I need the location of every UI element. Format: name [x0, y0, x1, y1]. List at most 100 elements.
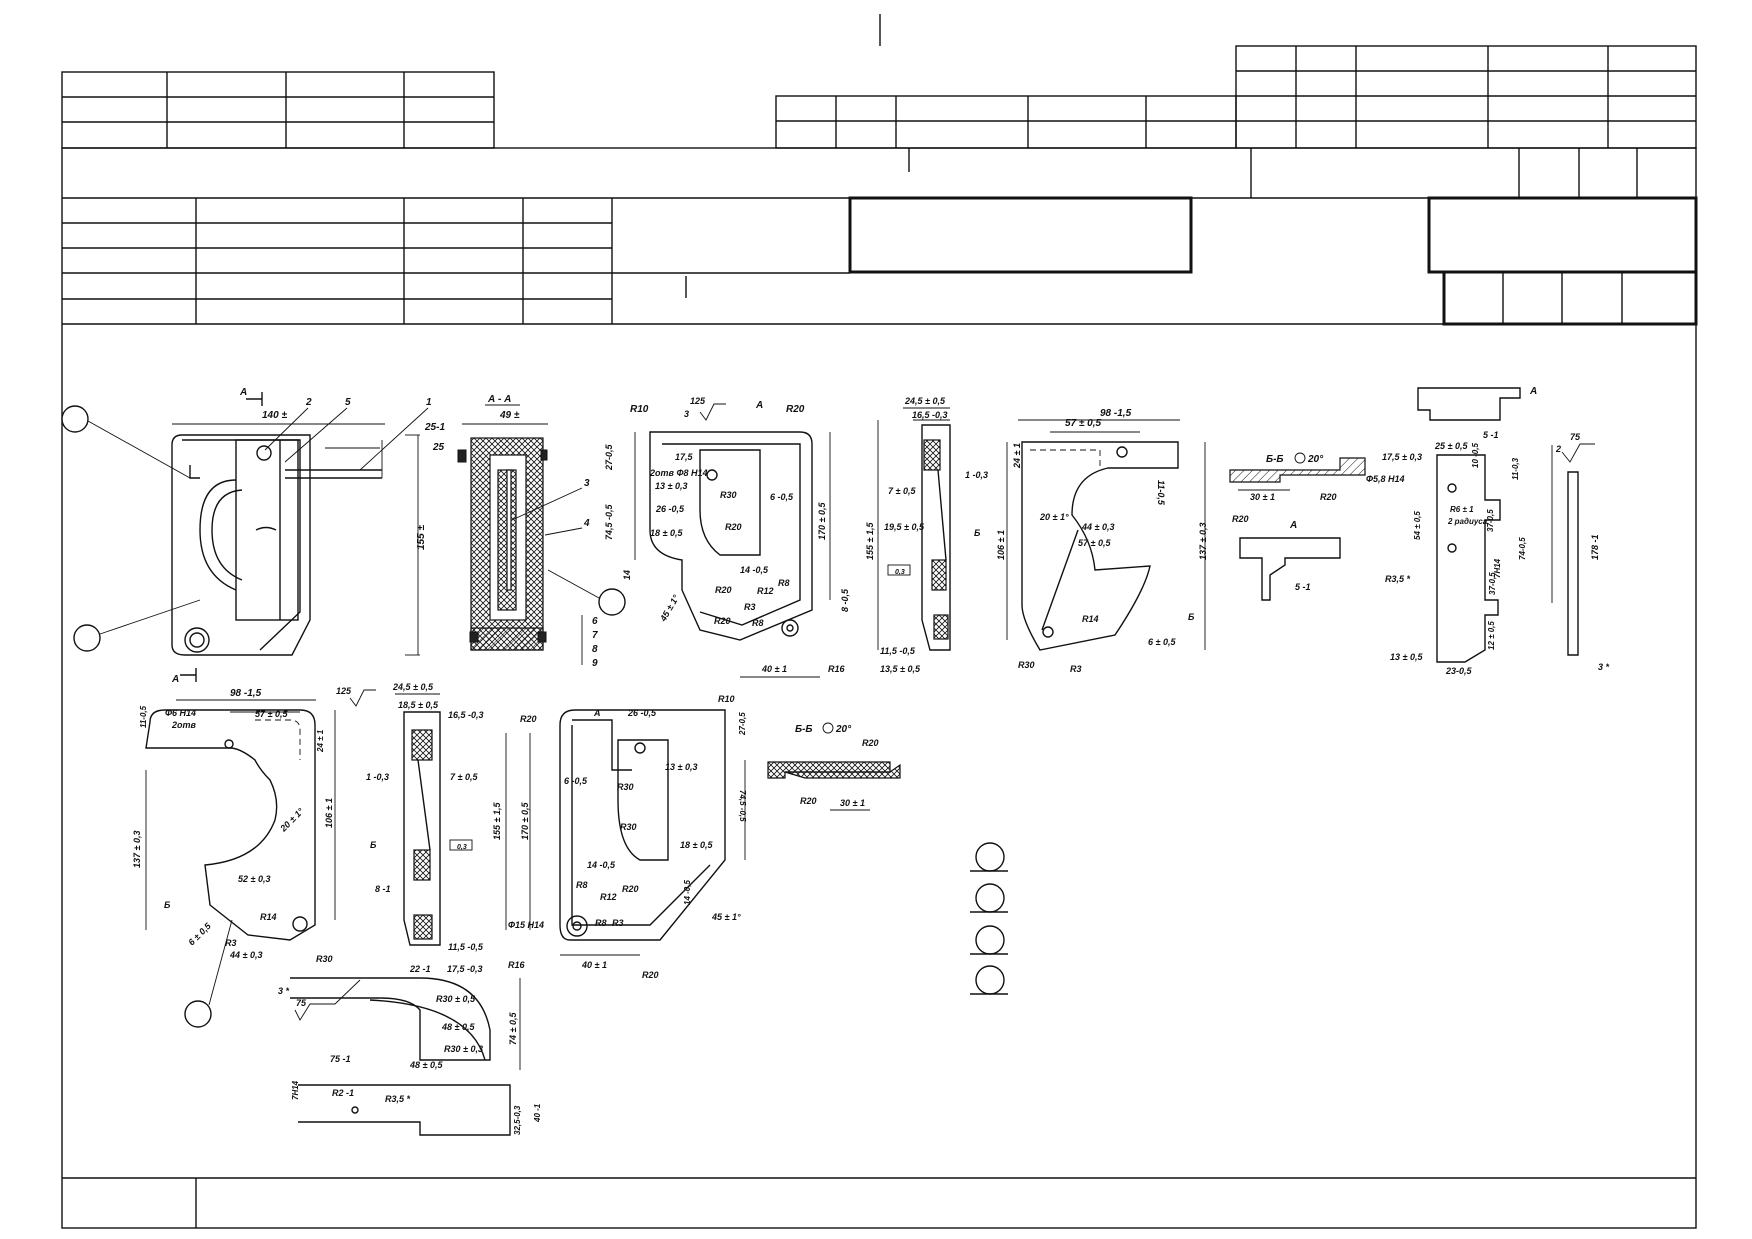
- v8-24: 24 ± 1: [316, 729, 325, 753]
- v7-11: 11-0,3: [1511, 457, 1520, 480]
- v7-178: 178 -1: [1590, 534, 1600, 560]
- v5-20: 20 ± 1°: [1039, 512, 1069, 522]
- v3-6: 6 -0,5: [770, 492, 794, 502]
- v7-arrow-a: А: [1529, 386, 1537, 397]
- v7-13: 13 ± 0,5: [1390, 652, 1423, 662]
- ref-circle-6: [975, 883, 1005, 913]
- ref-circle-7: [975, 925, 1005, 955]
- v6-r20: R20: [1232, 514, 1249, 524]
- v5-b-mark2: Б: [974, 528, 981, 538]
- v8-44: 44 ± 0,3: [229, 950, 262, 960]
- v12-75: 75: [296, 998, 307, 1008]
- v3-17: 17,5: [675, 452, 694, 462]
- v3-r12: R12: [757, 586, 774, 596]
- ref-circle-1: [61, 405, 89, 433]
- v12-48: 48 ± 0,5: [441, 1022, 475, 1032]
- v8-r3: R3: [225, 938, 237, 948]
- v5-b-mark: Б: [1188, 612, 1195, 622]
- v3-125: 125: [690, 396, 706, 406]
- v7-5: 5 -1: [1483, 430, 1499, 440]
- ref-circle-5: [975, 842, 1005, 872]
- v4-7: 7 ± 0,5: [888, 486, 916, 496]
- v10-arrow-a: А: [593, 708, 601, 718]
- v9-flat: 0,3: [457, 844, 467, 851]
- v8-2otv: 2отв: [171, 720, 197, 730]
- ref-circle-2: [73, 624, 101, 652]
- v7-2: 2: [1555, 444, 1561, 454]
- v10-r20c: R20: [642, 970, 659, 980]
- callout-6: 6: [592, 616, 598, 627]
- v3-13: 13 ± 0,3: [655, 481, 687, 491]
- v12-75b: 75 -1: [330, 1054, 351, 1064]
- v4-165: 16,5 -0,3: [912, 410, 948, 420]
- v12-r35: R3,5 *: [385, 1094, 411, 1104]
- v4-115: 11,5 -0,5: [880, 646, 916, 656]
- callout-1: 1: [426, 397, 432, 408]
- v10-r16: R16: [508, 960, 526, 970]
- v5-44: 44 ± 0,3: [1081, 522, 1114, 532]
- v3-arrow-a: А: [755, 400, 763, 411]
- view-frame-part-top: R10 R20 125 3 А 17,5 2отв Ф8 H14 13 ± 0,…: [604, 396, 879, 678]
- v10-r12: R12: [600, 892, 617, 902]
- v10-745: 74,5 -0,5: [738, 790, 747, 822]
- v10-hole: Ф15 H14: [508, 920, 544, 930]
- v8-r14: R14: [260, 912, 277, 922]
- bb-bottom-rot: 20°: [835, 724, 852, 735]
- view-lever-plate-top: 98 -1,5 57 ± 0,5 24 ± 1 11-0,5 20 ± 1° 4…: [974, 408, 1208, 674]
- v8-52: 52 ± 0,3: [238, 874, 270, 884]
- v8-98: 98 -1,5: [230, 688, 262, 699]
- v9-185: 18,5 ± 0,5: [398, 700, 439, 710]
- v7-r35: R3,5 *: [1385, 574, 1411, 584]
- v4-flat: 0,3: [895, 569, 905, 576]
- v10-6: 6 -0,5: [564, 776, 588, 786]
- v10-14b: 14 -0,5: [683, 880, 692, 905]
- v8-137: 137 ± 0,3: [132, 831, 142, 868]
- v1-dim-width: 140 ±: [262, 410, 287, 421]
- v8-20: 20 ± 1°: [278, 806, 306, 834]
- v3-170: 170 ± 0,5: [817, 502, 827, 540]
- v7-r6: R6 ± 1: [1450, 505, 1474, 514]
- view-lever-plate-bottom: 98 -1,5 Ф6 H14 2отв 57 ± 0,5 125 24 ± 1 …: [132, 686, 377, 964]
- v3-r10: R10: [630, 404, 649, 415]
- v12-22: 22 -1: [409, 964, 431, 974]
- callout-9: 9: [592, 658, 598, 669]
- v10-r3: R3: [612, 918, 624, 928]
- v7-7h14: 7H14: [1493, 558, 1502, 578]
- section-arrow-a-top: А: [239, 387, 247, 398]
- v12-r2: R2 -1: [332, 1088, 354, 1098]
- v10-r30: R30: [617, 782, 634, 792]
- v12-74: 74 ± 0,5: [508, 1012, 518, 1045]
- v8-hole: Ф6 H14: [165, 708, 196, 718]
- v12-40: 40 -1: [533, 1103, 542, 1123]
- v3-745: 74,5 -0,5: [604, 503, 614, 540]
- view-section-bb-top: Б-Б 20° 30 ± 1 R20 R20 А 5 -1: [1229, 452, 1366, 601]
- v10-13: 13 ± 0,3: [665, 762, 697, 772]
- v7-3: 3 *: [1598, 662, 1610, 672]
- v2-dim-25: 25: [432, 442, 445, 453]
- v3-18: 18 ± 0,5: [650, 528, 683, 538]
- v10-26: 26 -0,5: [627, 708, 657, 718]
- v10-r8b: R8: [595, 918, 607, 928]
- v11-r20: R20: [862, 738, 879, 748]
- v5-11: 11-0,5: [1156, 480, 1166, 506]
- v10-18: 18 ± 0,5: [680, 840, 713, 850]
- v7-74: 74-0,5: [1518, 537, 1527, 560]
- callout-3: 3: [584, 478, 590, 489]
- v12-175: 17,5 -0,3: [447, 964, 483, 974]
- bb-top-label: Б-Б: [1266, 454, 1284, 465]
- v6-r20b: R20: [1320, 492, 1337, 502]
- v10-r8: R8: [576, 880, 588, 890]
- v8-11: 11-0,5: [139, 705, 148, 728]
- v6-5: 5 -1: [1295, 582, 1311, 592]
- v5-57: 57 ± 0,5: [1065, 418, 1102, 429]
- v7-23: 23-0,5: [1445, 666, 1473, 676]
- v3-hole: 2отв Ф8 H14: [649, 468, 708, 478]
- view-side-section-bottom: 24,5 ± 0,5 18,5 ± 0,5 16,5 -0,3 1 -0,3 7…: [366, 682, 484, 952]
- v12-325: 32,5-0,3: [513, 1105, 522, 1135]
- v4-135: 13,5 ± 0,5: [880, 664, 921, 674]
- v12-7h14: 7H14: [291, 1080, 300, 1100]
- v5-6: 6 ± 0,5: [1148, 637, 1176, 647]
- v7-54: 54 ± 0,5: [1413, 511, 1422, 540]
- v3-r3: R3: [744, 602, 756, 612]
